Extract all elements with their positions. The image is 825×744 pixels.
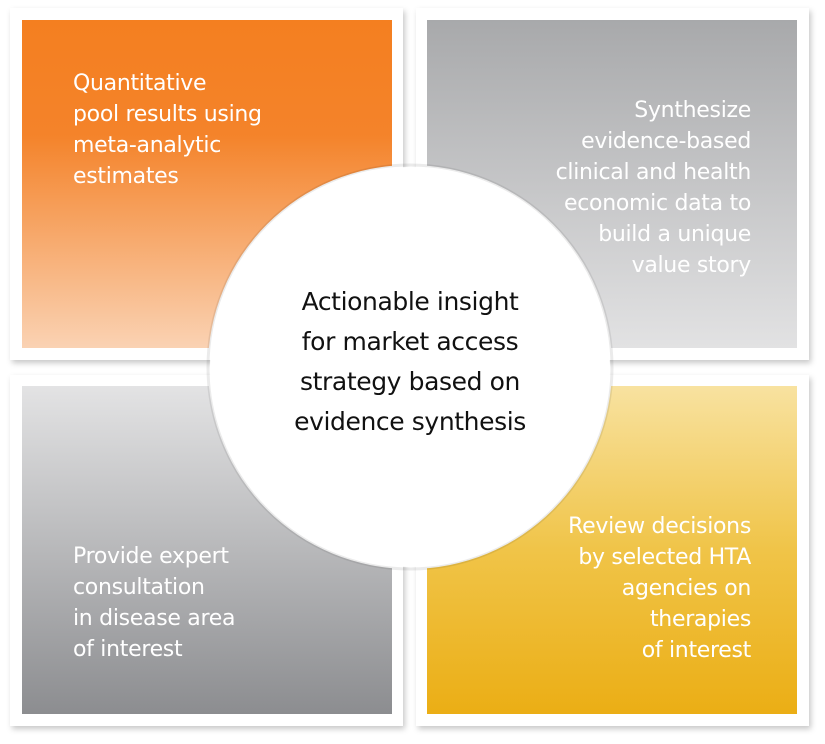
quadrant-bottom-right-text: Review decisions by selected HTA agencie… <box>568 514 751 663</box>
center-text: Actionable insight for market access str… <box>294 287 526 436</box>
center-circle <box>210 167 610 567</box>
center-circle-edge <box>206 163 614 571</box>
quadrant-top-right-text: Synthesize evidence-based clinical and h… <box>555 98 752 278</box>
quadrant-bottom-left-text: Provide expert consultation in disease a… <box>73 544 236 662</box>
quadrant-top-left-text: Quantitative pool results using meta-ana… <box>73 71 262 189</box>
